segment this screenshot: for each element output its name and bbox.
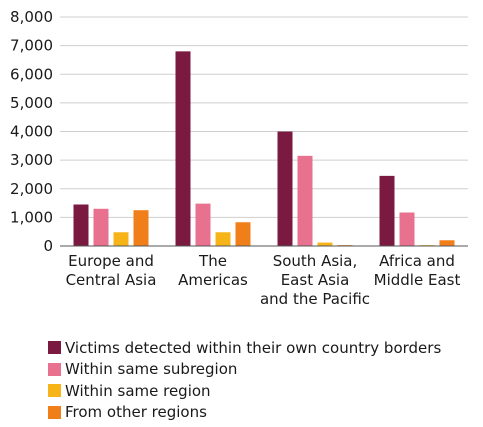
legend-item: Within same subregion — [48, 359, 441, 381]
category-label-line: Africa and — [379, 252, 455, 270]
bar-3-1 — [113, 232, 129, 246]
legend-swatch — [48, 341, 61, 355]
bar-1-1 — [73, 204, 89, 246]
category-label-line: Central Asia — [66, 271, 157, 289]
bar-1-2 — [175, 51, 191, 246]
y-tick-label: 2,000 — [10, 180, 53, 198]
category-label-line: The — [198, 252, 227, 270]
legend-label: From other regions — [65, 403, 207, 422]
legend-swatch — [48, 405, 61, 419]
y-tick-label: 3,000 — [10, 151, 53, 169]
legend-label: Within same subregion — [65, 360, 238, 379]
y-tick-label: 4,000 — [10, 123, 53, 141]
bar-4-4 — [439, 240, 455, 246]
bar-1-3 — [277, 131, 293, 246]
bar-2-3 — [297, 155, 313, 246]
legend: Victims detected within their own countr… — [48, 337, 441, 423]
category-label-line: Americas — [178, 271, 248, 289]
y-axis-tick-labels: 0 1,000 2,000 3,000 4,000 5,000 6,000 7,000 8,00… — [10, 8, 53, 255]
bar-1-4 — [379, 175, 395, 246]
category-label-line: Europe and — [68, 252, 154, 270]
bar-4-2 — [235, 222, 251, 246]
y-tick-label: 0 — [43, 237, 53, 255]
y-tick-label: 5,000 — [10, 94, 53, 112]
y-tick-label: 1,000 — [10, 208, 53, 226]
y-tick-label: 8,000 — [10, 8, 53, 26]
category-label-line: Middle East — [374, 271, 461, 289]
bar-4-1 — [133, 210, 149, 246]
legend-item: From other regions — [48, 402, 441, 424]
legend-swatch — [48, 362, 61, 376]
legend-label: Within same region — [65, 381, 211, 400]
legend-item: Victims detected within their own countr… — [48, 337, 441, 359]
category-label-line: East Asia — [281, 271, 350, 289]
bar-2-4 — [399, 212, 415, 246]
bar-3-3 — [317, 242, 333, 246]
bar-chart: 0 1,000 2,000 3,000 4,000 5,000 6,000 7,000 8,00… — [10, 8, 468, 308]
category-label-line: South Asia, — [273, 252, 358, 270]
legend-swatch — [48, 384, 61, 398]
bar-2-2 — [195, 203, 211, 246]
y-tick-label: 6,000 — [10, 65, 53, 83]
gridlines — [60, 16, 468, 218]
category-label-line: and the Pacific — [260, 290, 370, 308]
bar-3-2 — [215, 232, 231, 246]
legend-label: Victims detected within their own countr… — [65, 338, 442, 357]
legend-item: Within same region — [48, 380, 441, 402]
bars — [73, 51, 455, 246]
y-tick-label: 7,000 — [10, 37, 53, 55]
bar-2-1 — [93, 208, 109, 246]
